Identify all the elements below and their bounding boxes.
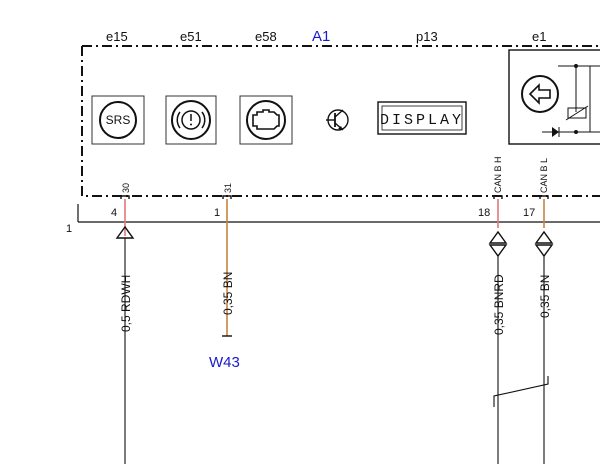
pin-label-31: 31 [223, 183, 233, 193]
ground-w43: W43 [209, 354, 240, 371]
wire-arrow-can-l [534, 230, 554, 258]
terminal-17: 17 [523, 207, 535, 219]
engine-icon [252, 109, 280, 130]
wire-label-bn1: 0,35 BN [221, 272, 235, 315]
pin-label-can-l: CAN B L [539, 158, 549, 193]
display-text: DISPLAY [380, 112, 464, 129]
label-e15: e15 [106, 29, 128, 44]
label-e1: e1 [532, 29, 546, 44]
pin-label-can-h: CAN B H [493, 156, 503, 193]
arrow-left-icon [528, 83, 551, 105]
brake-warning-lamp [165, 95, 217, 145]
terminal-4: 4 [111, 207, 117, 219]
wire-arrow-can-h [488, 230, 508, 258]
wire-label-bnrd: 0,35 BNRD [492, 274, 506, 335]
connector-pins [120, 195, 549, 199]
srs-warning-lamp: SRS [91, 95, 145, 145]
label-e58: e58 [255, 29, 277, 44]
display-unit: DISPLAY [377, 101, 467, 135]
module-enclosure [81, 45, 600, 197]
label-p13: p13 [416, 29, 438, 44]
pin-label-30: 30 [121, 183, 131, 193]
connector-label: 1 [66, 223, 72, 235]
wire-label-rdwh: 0,5 RDWH [119, 275, 133, 332]
srs-icon: SRS [106, 113, 131, 127]
terminal-1: 1 [214, 207, 220, 219]
terminal-18: 18 [478, 207, 490, 219]
label-a1: A1 [312, 28, 330, 45]
e1-module [508, 49, 600, 145]
transistor-symbol [326, 109, 349, 131]
wire-label-bn2: 0,35 BN [538, 275, 552, 318]
brake-icon [176, 110, 206, 130]
label-e51: e51 [180, 29, 202, 44]
twisted-pair-marker [493, 376, 549, 407]
engine-warning-lamp [239, 95, 293, 145]
